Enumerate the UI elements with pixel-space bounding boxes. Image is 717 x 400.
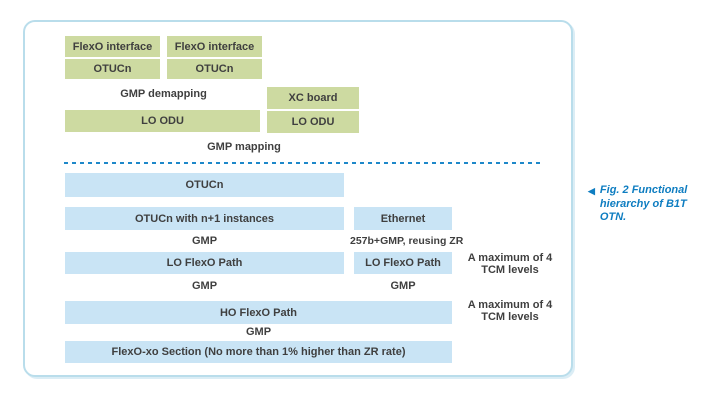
gmp-label-4: GMP xyxy=(390,280,416,292)
otucn-n1-instances-box: OTUCn with n+1 instances xyxy=(65,207,344,230)
flexo-interface-box-2: FlexO interface xyxy=(167,36,262,57)
gmp-label-1: GMP xyxy=(191,235,218,247)
tcm-levels-note-1: A maximum of 4 TCM levels xyxy=(457,252,563,276)
caption-line-2: hierarchy of B1T OTN. xyxy=(599,197,687,224)
xc-board-box: XC board xyxy=(267,87,359,109)
otucn-green-box-2: OTUCn xyxy=(167,59,262,79)
flexo-xo-section-box: FlexO-xo Section (No more than 1% higher… xyxy=(65,341,452,363)
flexo-interface-box-1: FlexO interface xyxy=(65,36,160,57)
otucn-green-box-1: OTUCn xyxy=(65,59,160,79)
reusing-zr-label: 257b+GMP, reusing ZR xyxy=(350,235,464,247)
caption-text: Fig. 2 Functional hierarchy of B1T OTN. xyxy=(600,184,714,225)
tcm-note-2-line-1: A maximum of 4 xyxy=(467,299,553,311)
figure-caption: ◀ Fig. 2 Functional hierarchy of B1T OTN… xyxy=(588,184,714,225)
lo-flexo-path-box-left: LO FlexO Path xyxy=(65,252,344,274)
gmp-mapping-label: GMP mapping xyxy=(207,141,281,153)
otucn-blue-box: OTUCn xyxy=(65,173,344,197)
dashed-divider-line xyxy=(64,162,542,164)
tcm-levels-note-2: A maximum of 4 TCM levels xyxy=(457,299,563,323)
gmp-demapping-label: GMP demapping xyxy=(120,88,207,100)
tcm-note-1-line-2: TCM levels xyxy=(481,263,539,276)
ethernet-box: Ethernet xyxy=(354,207,452,230)
gmp-label-3: GMP xyxy=(245,326,272,338)
tcm-note-2-line-2: TCM levels xyxy=(481,310,539,323)
diagram-panel: FlexO interface OTUCn FlexO interface OT… xyxy=(23,20,573,377)
caption-left-triangle-icon: ◀ xyxy=(588,186,595,196)
ho-flexo-path-box: HO FlexO Path xyxy=(65,301,452,324)
lo-odu-box-left: LO ODU xyxy=(65,110,260,132)
gmp-label-2: GMP xyxy=(191,280,218,292)
lo-odu-box-right: LO ODU xyxy=(267,111,359,133)
tcm-note-1-line-1: A maximum of 4 xyxy=(467,252,553,264)
caption-line-1: Fig. 2 Functional xyxy=(599,184,688,196)
lo-flexo-path-box-right: LO FlexO Path xyxy=(354,252,452,274)
